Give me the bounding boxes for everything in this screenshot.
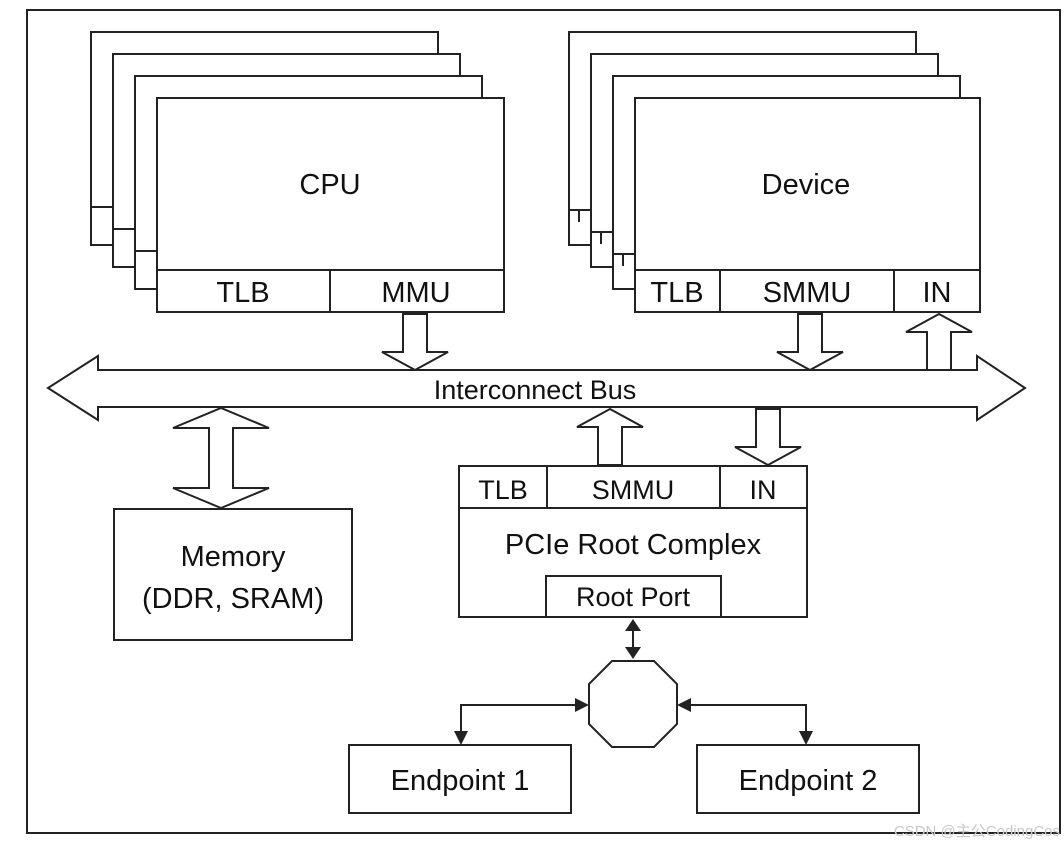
device-in-up-arrow — [905, 312, 973, 371]
device-title: Device — [762, 169, 851, 201]
pcie-smmu-label: SMMU — [592, 475, 675, 505]
endpoint1-label: Endpoint 1 — [391, 765, 530, 797]
switch-to-endpoint1-line — [460, 704, 582, 735]
device-smmu-down-arrow — [776, 313, 844, 372]
switch-arrowhead-down — [625, 647, 641, 659]
cpu-title: CPU — [299, 169, 360, 201]
memory-label-line2: (DDR, SRAM) — [142, 583, 324, 615]
pcie-in-label: IN — [750, 475, 777, 505]
pcie-tlb-label: TLB — [478, 475, 528, 505]
pcie-title: PCIe Root Complex — [505, 529, 762, 561]
memory-bus-double-arrow — [172, 406, 270, 510]
endpoint2-side-arrowhead — [677, 698, 691, 712]
endpoint1-side-arrowhead — [575, 698, 589, 712]
switch-to-endpoint2-line — [684, 704, 807, 735]
root-port-label: Root Port — [576, 582, 691, 612]
cpu-stack: CPU TLB MMU — [90, 31, 505, 313]
cpu-mmu-down-arrow — [381, 313, 449, 372]
device-box — [634, 97, 981, 313]
endpoint2-box — [696, 744, 920, 814]
device-in-label: IN — [923, 277, 952, 309]
interconnect-bus-arrow — [46, 354, 1027, 422]
root-port-box — [545, 575, 722, 618]
endpoint1-box — [348, 744, 572, 814]
interconnect-bus-label: Interconnect Bus — [434, 375, 637, 405]
endpoint2-arrowhead — [799, 731, 813, 745]
endpoint1-arrowhead — [454, 731, 468, 745]
root-port-arrowhead-up — [625, 619, 641, 631]
endpoint2-label: Endpoint 2 — [739, 765, 878, 797]
pcie-root-complex: TLB SMMU IN PCIe Root Complex Root Port — [458, 465, 808, 618]
pcie-smmu-up-arrow — [576, 407, 644, 466]
memory-label-line1: Memory — [181, 541, 286, 573]
memory-box — [113, 508, 353, 641]
device-tlb-label: TLB — [650, 277, 703, 309]
pcie-in-down-arrow — [734, 408, 802, 467]
device-smmu-label: SMMU — [763, 277, 852, 309]
device-stack: Device TLB SMMU IN — [568, 31, 981, 313]
outer-frame — [26, 9, 1061, 834]
pcie-switch-octagon — [588, 660, 678, 748]
cpu-tlb-label: TLB — [216, 277, 269, 309]
cpu-mmu-label: MMU — [381, 277, 450, 309]
watermark-text: CSDN @主公CodingCos — [894, 823, 1060, 840]
